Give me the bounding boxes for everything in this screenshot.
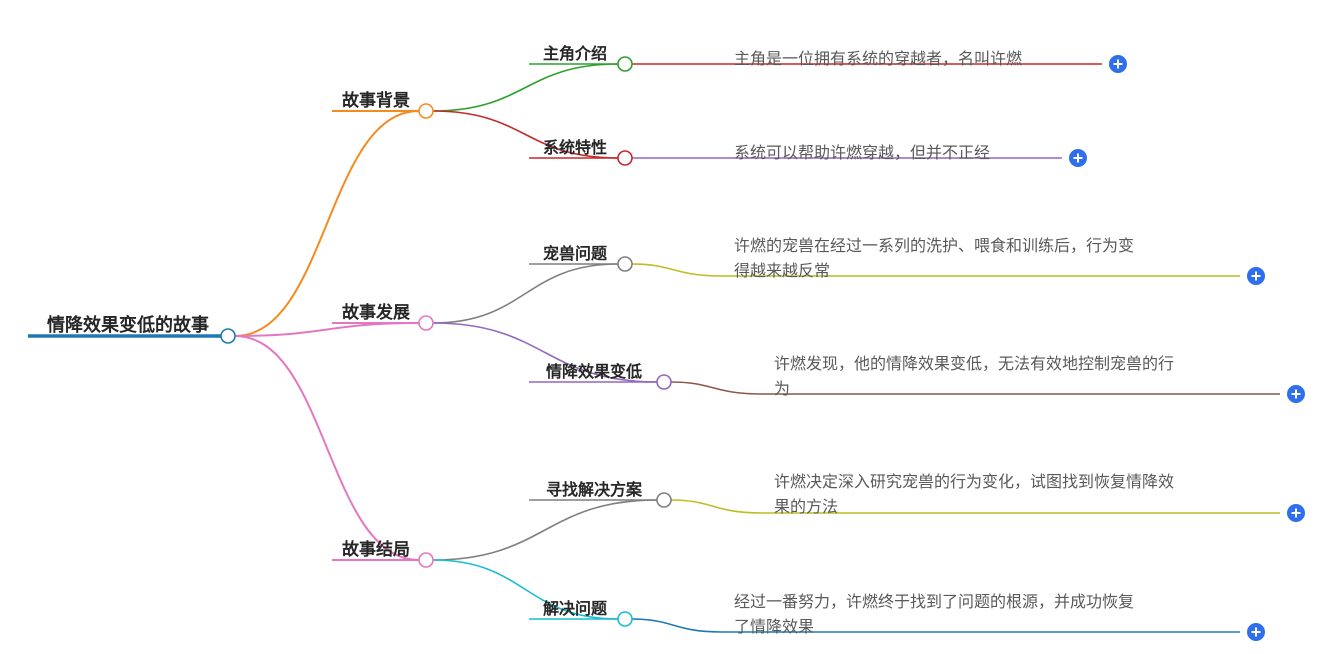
leaf-text-line: 许燃发现，他的情降效果变低，无法有效地控制宠兽的行 (774, 354, 1174, 373)
topic-title: 情降效果变低 (546, 362, 642, 381)
topic-connector (432, 63, 619, 112)
leaf-connector (670, 381, 1280, 395)
topic-collapse-toggle[interactable] (617, 150, 633, 166)
leaf-text-line: 为 (774, 379, 790, 398)
topic-title: 系统特性 (543, 138, 607, 157)
topic-collapse-toggle[interactable] (617, 256, 633, 272)
branch-title: 故事结局 (342, 539, 410, 560)
topic-title: 寻找解决方案 (546, 480, 643, 499)
leaf-text-line: 得越来越反常 (734, 261, 830, 280)
branch-connector (234, 322, 420, 337)
leaf-text-line: 许燃的宠兽在经过一系列的洗护、喂食和训练后，行为变 (734, 236, 1134, 255)
leaf-text-line: 了情降效果 (734, 617, 814, 636)
root-title: 情降效果变低的故事 (47, 314, 209, 336)
topic-connector (432, 110, 619, 159)
root-collapse-toggle[interactable] (220, 328, 236, 344)
leaf-connector (631, 618, 1240, 633)
leaf-text-line: 许燃决定深入研究宠兽的行为变化，试图找到恢复情降效 (774, 472, 1174, 491)
branch-collapse-toggle[interactable] (418, 552, 434, 568)
leaf-text-line: 系统可以帮助许燃穿越，但并不正经 (734, 143, 990, 162)
topic-title: 宠兽问题 (543, 244, 608, 263)
leaf-text-line: 果的方法 (774, 497, 838, 516)
topic-connector (432, 499, 658, 561)
branch-connector (234, 335, 420, 561)
topic-collapse-toggle[interactable] (617, 56, 633, 72)
leaf-connector (670, 499, 1280, 514)
topic-connector (432, 322, 658, 383)
branch-title: 故事发展 (342, 302, 410, 323)
topic-collapse-toggle[interactable] (617, 611, 633, 627)
topic-connector (432, 559, 619, 620)
leaf-text-line: 主角是一位拥有系统的穿越者，名叫许燃 (734, 49, 1022, 68)
topic-collapse-toggle[interactable] (656, 374, 672, 390)
branch-title: 故事背景 (342, 90, 410, 111)
leaf-text-line: 经过一番努力，许燃终于找到了问题的根源，并成功恢复 (734, 592, 1134, 611)
topic-connector (432, 263, 619, 324)
topic-title: 解决问题 (543, 599, 608, 618)
topic-collapse-toggle[interactable] (656, 492, 672, 508)
branch-collapse-toggle[interactable] (418, 103, 434, 119)
branch-connector (234, 110, 420, 337)
leaf-connector (631, 263, 1240, 277)
topic-title: 主角介绍 (543, 44, 607, 63)
branch-collapse-toggle[interactable] (418, 315, 434, 331)
